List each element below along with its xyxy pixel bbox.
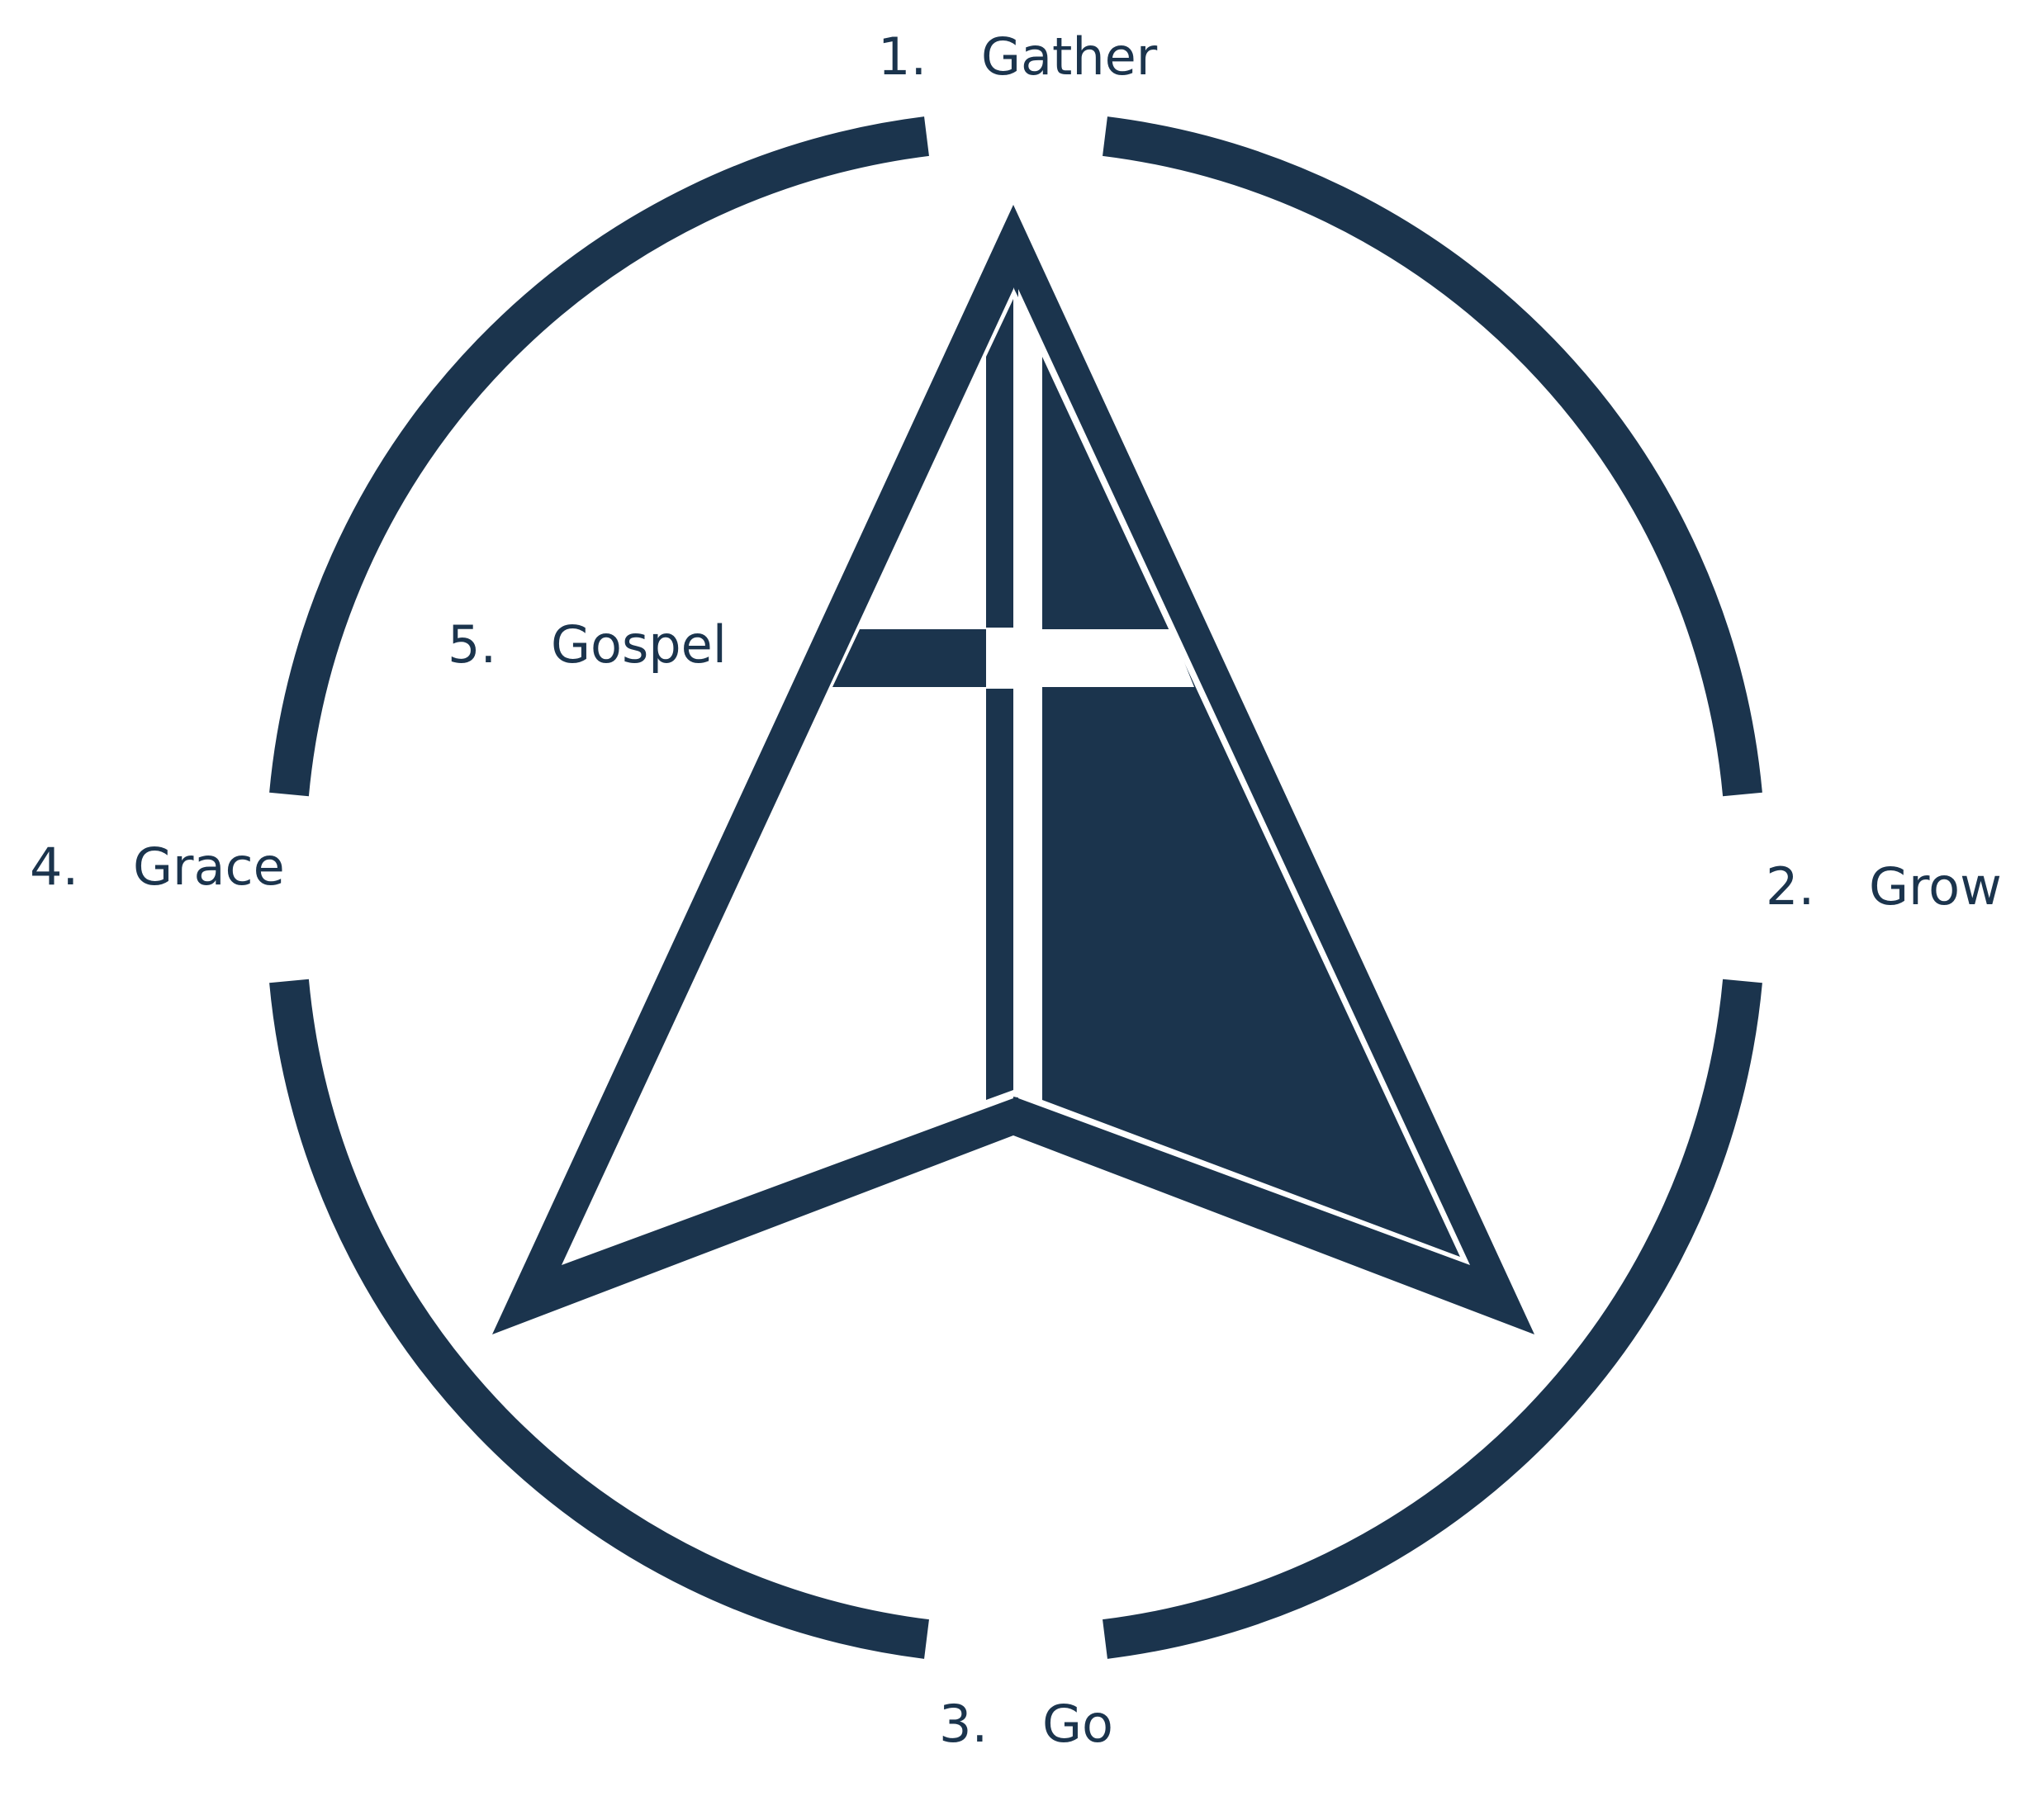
cross-left-gap bbox=[986, 628, 1013, 689]
ring-arc-top-right bbox=[1103, 116, 1762, 797]
cross-horizontal-bar-left bbox=[832, 629, 986, 687]
label-grow-text: Grow bbox=[1869, 856, 2002, 917]
ring-arc-bottom-left bbox=[269, 979, 929, 1659]
arrowhead-left-face bbox=[562, 289, 1013, 1265]
label-go-number: 3. bbox=[939, 1694, 989, 1754]
label-gospel-text: Gospel bbox=[551, 614, 728, 675]
label-go-text: Go bbox=[1042, 1694, 1113, 1754]
arrowhead-with-cross-icon bbox=[492, 205, 1534, 1334]
label-gather-number: 1. bbox=[878, 26, 927, 87]
label-grow: 2.Grow bbox=[1766, 861, 2002, 912]
label-gospel: 5.Gospel bbox=[448, 619, 727, 671]
label-grace-text: Grace bbox=[133, 837, 285, 897]
label-gospel-number: 5. bbox=[448, 614, 497, 675]
ring-arc-bottom-right bbox=[1103, 979, 1762, 1659]
cross-vertical-shadow bbox=[986, 299, 1013, 1100]
segmented-ring bbox=[269, 116, 1762, 1659]
label-go: 3.Go bbox=[939, 1699, 1113, 1750]
label-grace: 4.Grace bbox=[30, 841, 285, 893]
label-grow-number: 2. bbox=[1766, 856, 1815, 917]
label-grace-number: 4. bbox=[30, 837, 79, 897]
label-gather: 1.Gather bbox=[878, 31, 1157, 83]
arrowhead-right-face bbox=[1042, 357, 1460, 1257]
cross-horizontal-bar-right bbox=[1042, 629, 1194, 687]
cross-vertical-bar bbox=[1013, 287, 1042, 1102]
ring-arc-top-left bbox=[269, 116, 929, 797]
label-gather-text: Gather bbox=[981, 26, 1158, 87]
